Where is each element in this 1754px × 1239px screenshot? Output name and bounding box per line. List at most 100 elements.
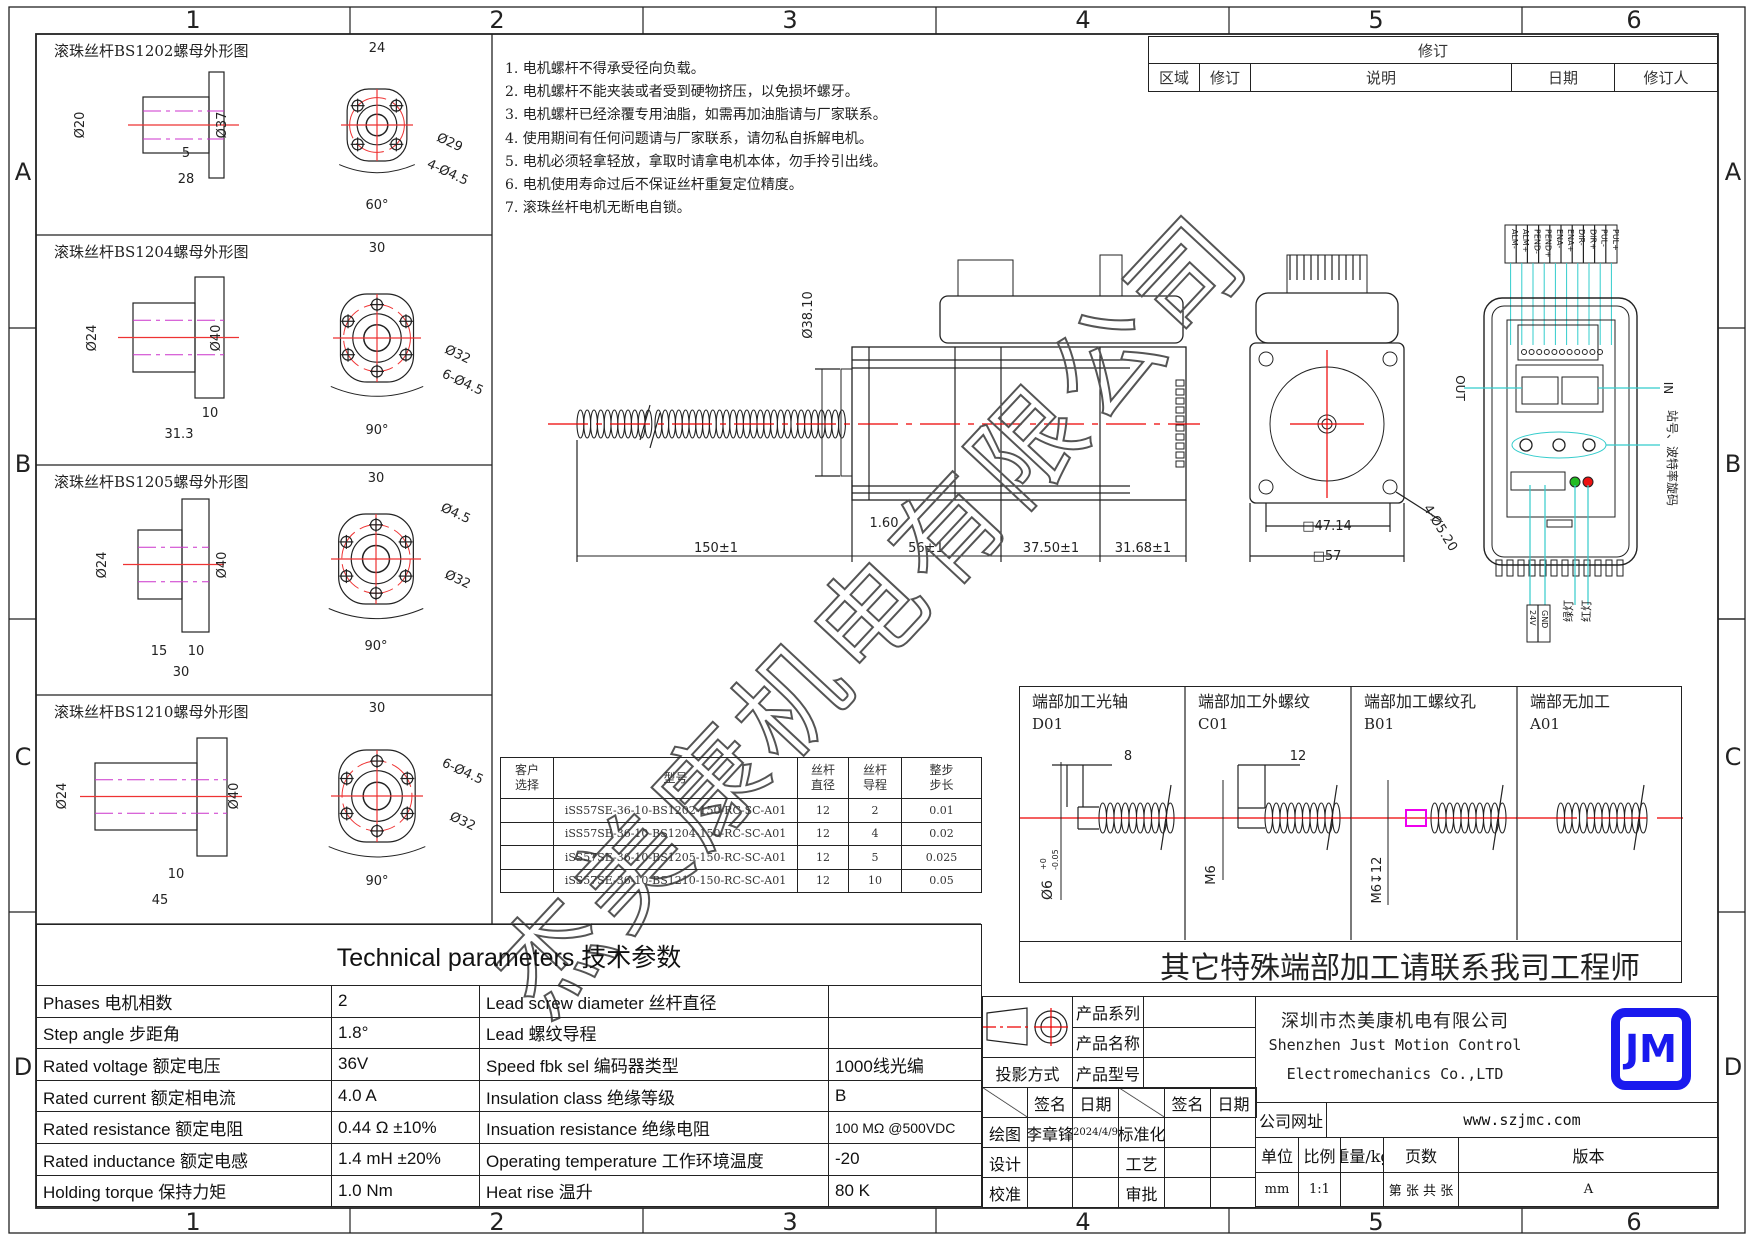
info-value (1340, 1172, 1384, 1207)
zone-row-label: D (1724, 1053, 1742, 1081)
role-label: 审批 (1118, 1177, 1165, 1208)
angle-arc (339, 164, 415, 174)
note-item: 7. 滚珠丝杆电机无断电自锁。 (505, 200, 691, 217)
dimension-label: 8 (1124, 749, 1132, 764)
dimension-label: Ø24 (95, 552, 110, 579)
customer-select-cell (500, 821, 554, 846)
dimension-label: 6-Ø4.5 (439, 367, 485, 399)
end-panel-code: D01 (1032, 715, 1063, 733)
param-label: Phases 电机相数 (36, 985, 332, 1018)
field-value (1143, 1057, 1256, 1089)
encoder-fin (1175, 460, 1185, 468)
dimension-label: Ø29 (434, 130, 465, 155)
end-panel-code: C01 (1198, 715, 1229, 733)
field-value (1143, 996, 1256, 1028)
model-table-cell: 4 (848, 821, 902, 846)
param-value: 4.0 A (331, 1079, 480, 1113)
info-header: 版本 (1458, 1137, 1719, 1173)
model-table-cell: iSS57SE-36-10-BS1205-150-RC-SC-A01 (553, 845, 798, 870)
angle-arc (328, 608, 424, 620)
power-label: 24V (1528, 610, 1537, 626)
connector-side (1099, 254, 1123, 297)
model-table-cell: 0.02 (901, 821, 982, 846)
param-label: Rated resistance 额定电阻 (36, 1111, 332, 1144)
model-table-header: 客户 选择 (500, 757, 554, 799)
tech-params-title: Technical parameters 技术参数 (36, 924, 982, 986)
revision-header: 修订人 (1614, 63, 1718, 92)
terminal-label: ENA+ (1566, 229, 1575, 252)
sign-header: 签名 (1164, 1087, 1211, 1118)
driver-drawing: ALM-ALM+PEND-PEND+ENA-ENA+DIR-DIR+PUL-PU… (1453, 224, 1745, 643)
connector-side (957, 259, 1014, 297)
zone-row-label: B (1725, 450, 1741, 478)
dimension-label: Ø24 (55, 783, 70, 810)
tolerance-label: -0.05 (1051, 849, 1060, 870)
terminal-label: ALM+ (1521, 229, 1530, 253)
param-label: Step angle 步距角 (36, 1016, 332, 1050)
end-panel-title: 端部无加工 (1530, 692, 1610, 711)
zone-row-label: B (15, 450, 31, 478)
signer-name (1027, 1147, 1073, 1178)
info-header: 页数 (1383, 1137, 1459, 1173)
heat-fin (1605, 559, 1613, 577)
dimension-label: 37.50±1 (1023, 541, 1079, 556)
dimension-label: Ø4.5 (438, 500, 472, 527)
terminal-block-front (1286, 254, 1368, 294)
zone-row-label: A (15, 158, 32, 186)
dimension-label: Ø32 (447, 809, 478, 834)
rj45-in-port (1561, 376, 1599, 405)
title-block-projection-symbol (982, 1007, 1068, 1046)
dimension-label: M6↧12 (1370, 857, 1385, 904)
terminal-screw (1536, 349, 1543, 355)
dimension-label: 15 (151, 644, 168, 659)
param-label: Insulation class 绝缘等级 (479, 1079, 829, 1113)
dimension-label: □57 (1313, 549, 1342, 564)
terminal-screw (1574, 349, 1581, 355)
terminal-screw (1551, 349, 1558, 355)
signer-name: 李章锋 (1027, 1117, 1073, 1148)
website-link[interactable]: www.szjmc.com (1326, 1102, 1718, 1138)
param-label: Holding torque 保持力矩 (36, 1174, 332, 1208)
dimension-label: 4-Ø5.20 (1420, 502, 1460, 554)
model-table-cell: 2 (848, 798, 902, 823)
dimension-label: Ø40 (215, 552, 230, 579)
encoder-fin (1175, 379, 1185, 387)
model-table-cell: 0.05 (901, 868, 982, 893)
mounting-hole (1382, 351, 1398, 367)
nut-flange (181, 498, 210, 633)
dimension-label: 5 (182, 146, 190, 161)
line (649, 412, 661, 449)
rotary-dial (1552, 438, 1566, 452)
zone-column-label: 3 (782, 6, 797, 34)
revision-header: 区域 (1148, 63, 1200, 92)
param-value: -20 (828, 1143, 982, 1176)
field-value (1143, 1026, 1256, 1058)
rotary-dial (1582, 438, 1596, 452)
power-connector (1510, 471, 1566, 491)
dimension-label: M6 (1204, 865, 1219, 885)
tolerance-label: +0 (1039, 858, 1048, 870)
zone-column-label: 1 (185, 1208, 200, 1236)
dimension-label: 10 (168, 867, 185, 882)
diagonal-header-cell (982, 1087, 1028, 1118)
dimension-label: 12 (1290, 749, 1307, 764)
heat-fin (1583, 559, 1591, 577)
zone-row-label: A (1725, 158, 1742, 186)
revision-header: 日期 (1511, 63, 1615, 92)
driver-housing (1483, 297, 1638, 566)
customer-select-cell (500, 798, 554, 823)
role-label: 绘图 (982, 1117, 1028, 1148)
end-panel-code: A01 (1529, 715, 1560, 733)
encoder-fin (1175, 424, 1185, 432)
heat-fin (1616, 559, 1624, 577)
param-label: Rated voltage 额定电压 (36, 1048, 332, 1081)
signer-name (1164, 1177, 1211, 1208)
dimension-label: 90° (365, 423, 388, 438)
dimension-label: 90° (365, 874, 388, 889)
model-table-header: 整步 步长 (901, 757, 982, 799)
sign-date (1210, 1177, 1256, 1208)
note-item: 5. 电机必须轻拿轻放，拿取时请拿电机本体，勿手拎引出线。 (505, 153, 887, 170)
